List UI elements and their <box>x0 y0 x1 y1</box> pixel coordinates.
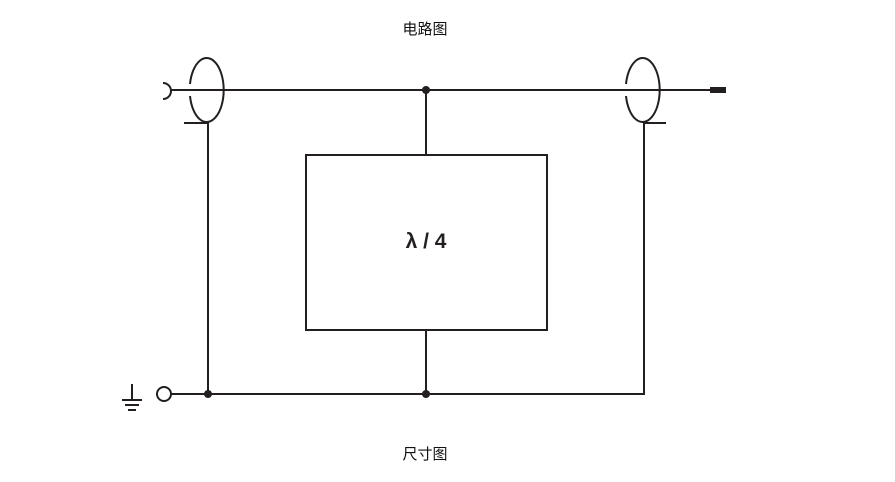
input-connector-icon <box>162 82 172 100</box>
left-coil-icon <box>189 57 225 123</box>
ground-icon <box>122 384 142 411</box>
diagram-title: 电路图 <box>402 20 448 38</box>
dimension-drawing-label: 尺寸图 <box>402 445 448 463</box>
junction-dot-bottom-center <box>422 390 430 398</box>
quarter-wave-label: λ / 4 <box>405 230 447 253</box>
junction-dot-top-center <box>422 86 430 94</box>
junction-dot-bottom-left <box>204 390 212 398</box>
output-terminal-icon <box>710 87 726 93</box>
right-coil-icon <box>625 57 661 123</box>
ground-terminal-icon <box>156 386 172 402</box>
